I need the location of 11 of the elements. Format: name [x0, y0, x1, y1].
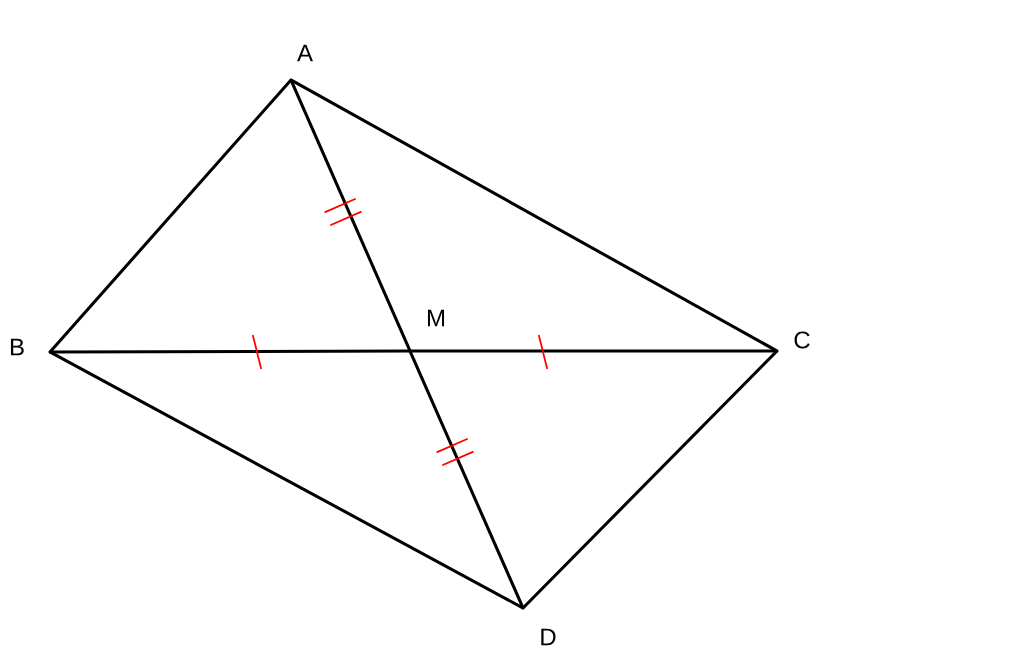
line-segment: [48, 350, 525, 610]
line-segment: [521, 349, 779, 610]
point-label: D: [541, 628, 556, 646]
point-label: A: [297, 44, 313, 62]
line-segment: [289, 78, 412, 353]
point-label: C: [794, 331, 810, 349]
line-segment: [408, 349, 779, 353]
point-label: M: [428, 309, 445, 327]
line-segment: [48, 78, 293, 354]
line-segment: [48, 349, 412, 354]
point-label: B: [10, 338, 24, 356]
